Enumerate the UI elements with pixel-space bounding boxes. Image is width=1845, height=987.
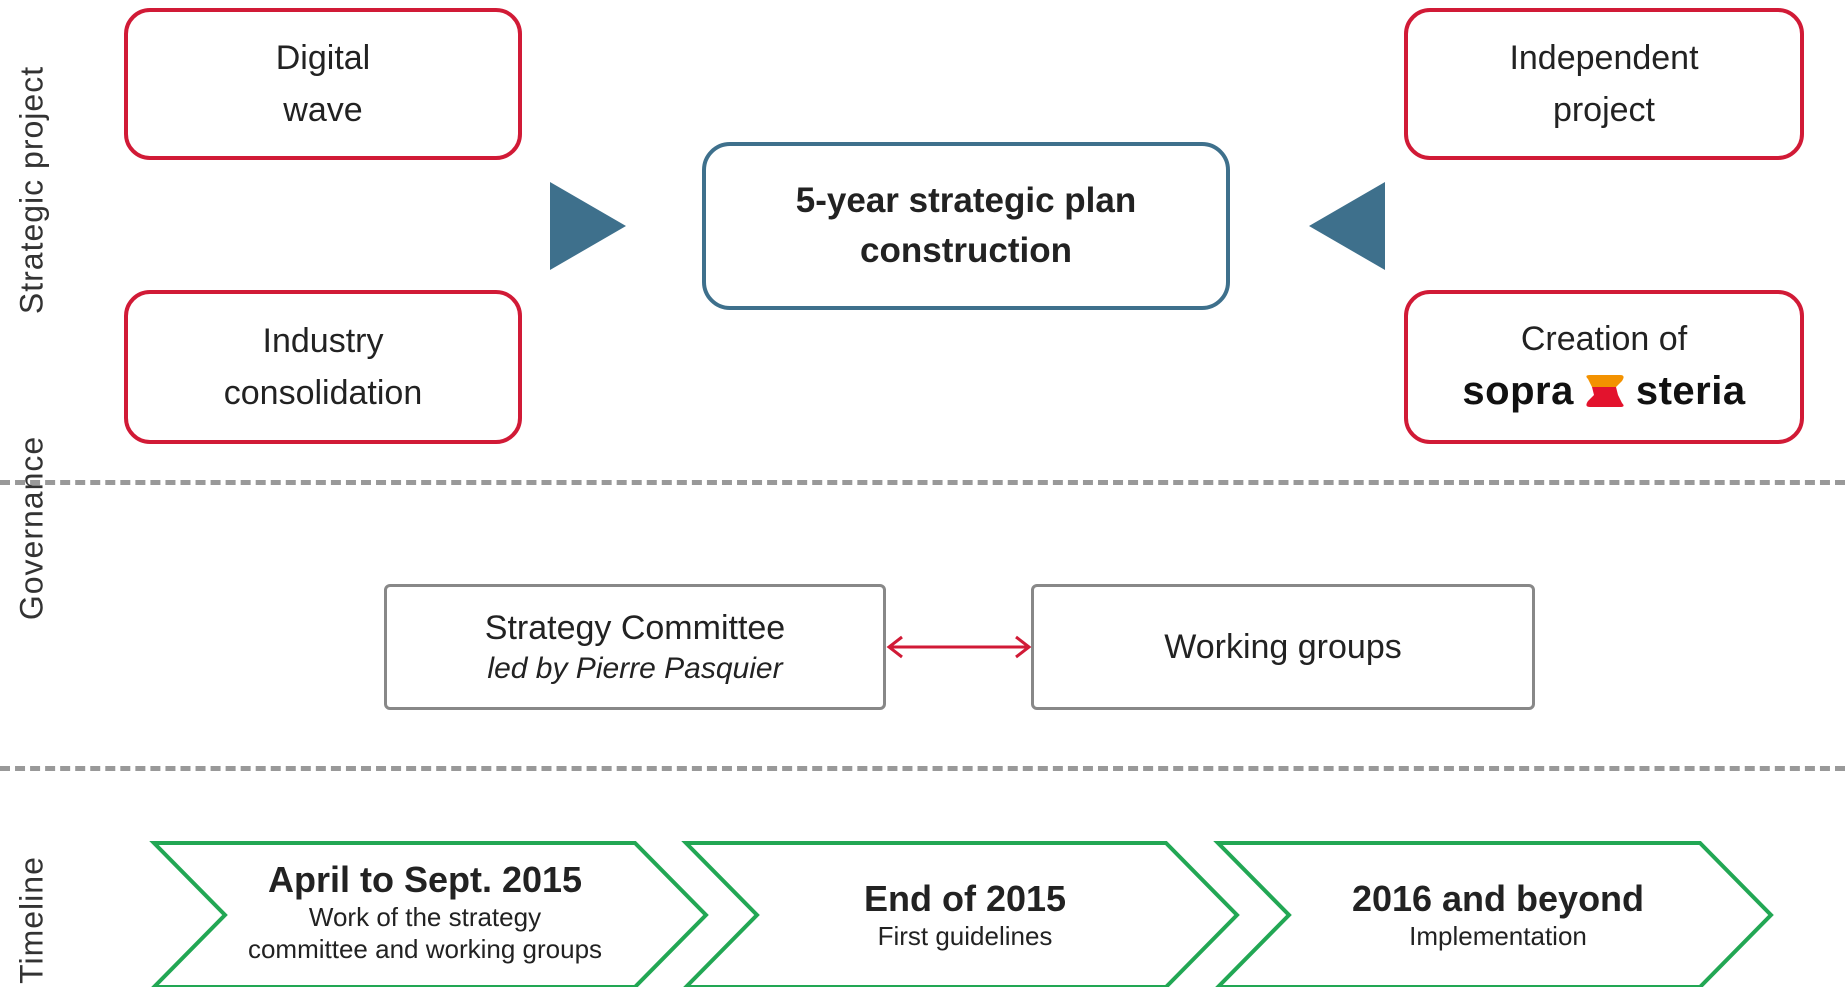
timeline-step-1-sub2: committee and working groups (247, 934, 603, 964)
independent-project-box: Independent project (1404, 8, 1804, 160)
digital-wave-text: Digital wave (275, 39, 371, 129)
arrow-left-icon (1309, 182, 1385, 270)
arrow-right-icon (550, 182, 626, 270)
timeline-step-2-title: End of 2015 (863, 878, 1067, 919)
chevron-shape-3 (1213, 841, 1774, 987)
industry-consolidation-box: Industry consolidation (124, 290, 522, 444)
sopra-steria-logo: sopra steria (1462, 365, 1745, 417)
creation-sopra-steria-box: Creation of sopra steria (1404, 290, 1804, 444)
timeline-step-3-sub1: Implementation (1409, 921, 1587, 951)
sopra-steria-logo-icon (1586, 375, 1624, 407)
independent-project-text: Independent project (1509, 39, 1699, 129)
timeline-step-3-title: 2016 and beyond (1351, 878, 1645, 919)
logo-sopra-text: sopra (1462, 369, 1574, 413)
strategy-committee-box: Strategy Committee led by Pierre Pasquie… (384, 584, 886, 710)
industry-consolidation-text: Industry consolidation (223, 322, 423, 412)
chevron-shape-1 (149, 841, 709, 987)
strategic-plan-box: 5-year strategic plan construction (702, 142, 1230, 310)
timeline-step-2-sub1: First guidelines (877, 921, 1053, 951)
strategic-plan-line2: construction (860, 231, 1072, 270)
working-groups-box: Working groups (1031, 584, 1535, 710)
working-groups-text: Working groups (1164, 627, 1402, 666)
timeline-step-1-title: April to Sept. 2015 (267, 859, 583, 900)
timeline-step-2: End of 2015 First guidelines (750, 860, 1180, 970)
timeline-step-3: 2016 and beyond Implementation (1283, 860, 1713, 970)
creation-of-text: Creation of (1520, 320, 1688, 358)
logo-steria-text: steria (1635, 369, 1746, 413)
strategic-project-label: Strategic project (13, 65, 50, 315)
strategic-plan-line1: 5-year strategic plan (795, 181, 1137, 220)
chevron-shape-2 (681, 841, 1240, 987)
strategy-committee-title: Strategy Committee (484, 608, 786, 647)
digital-wave-box: Digital wave (124, 8, 522, 160)
timeline-step-1-sub1: Work of the strategy (308, 902, 542, 932)
section-divider-top (0, 480, 1845, 485)
timeline-step-1: April to Sept. 2015 Work of the strategy… (210, 850, 640, 974)
bidirectional-arrow-icon (886, 635, 1032, 659)
timeline-chevrons (149, 841, 1774, 987)
governance-label: Governance (13, 435, 50, 621)
section-divider-bottom (0, 766, 1845, 771)
strategy-committee-subtitle: led by Pierre Pasquier (487, 651, 783, 685)
